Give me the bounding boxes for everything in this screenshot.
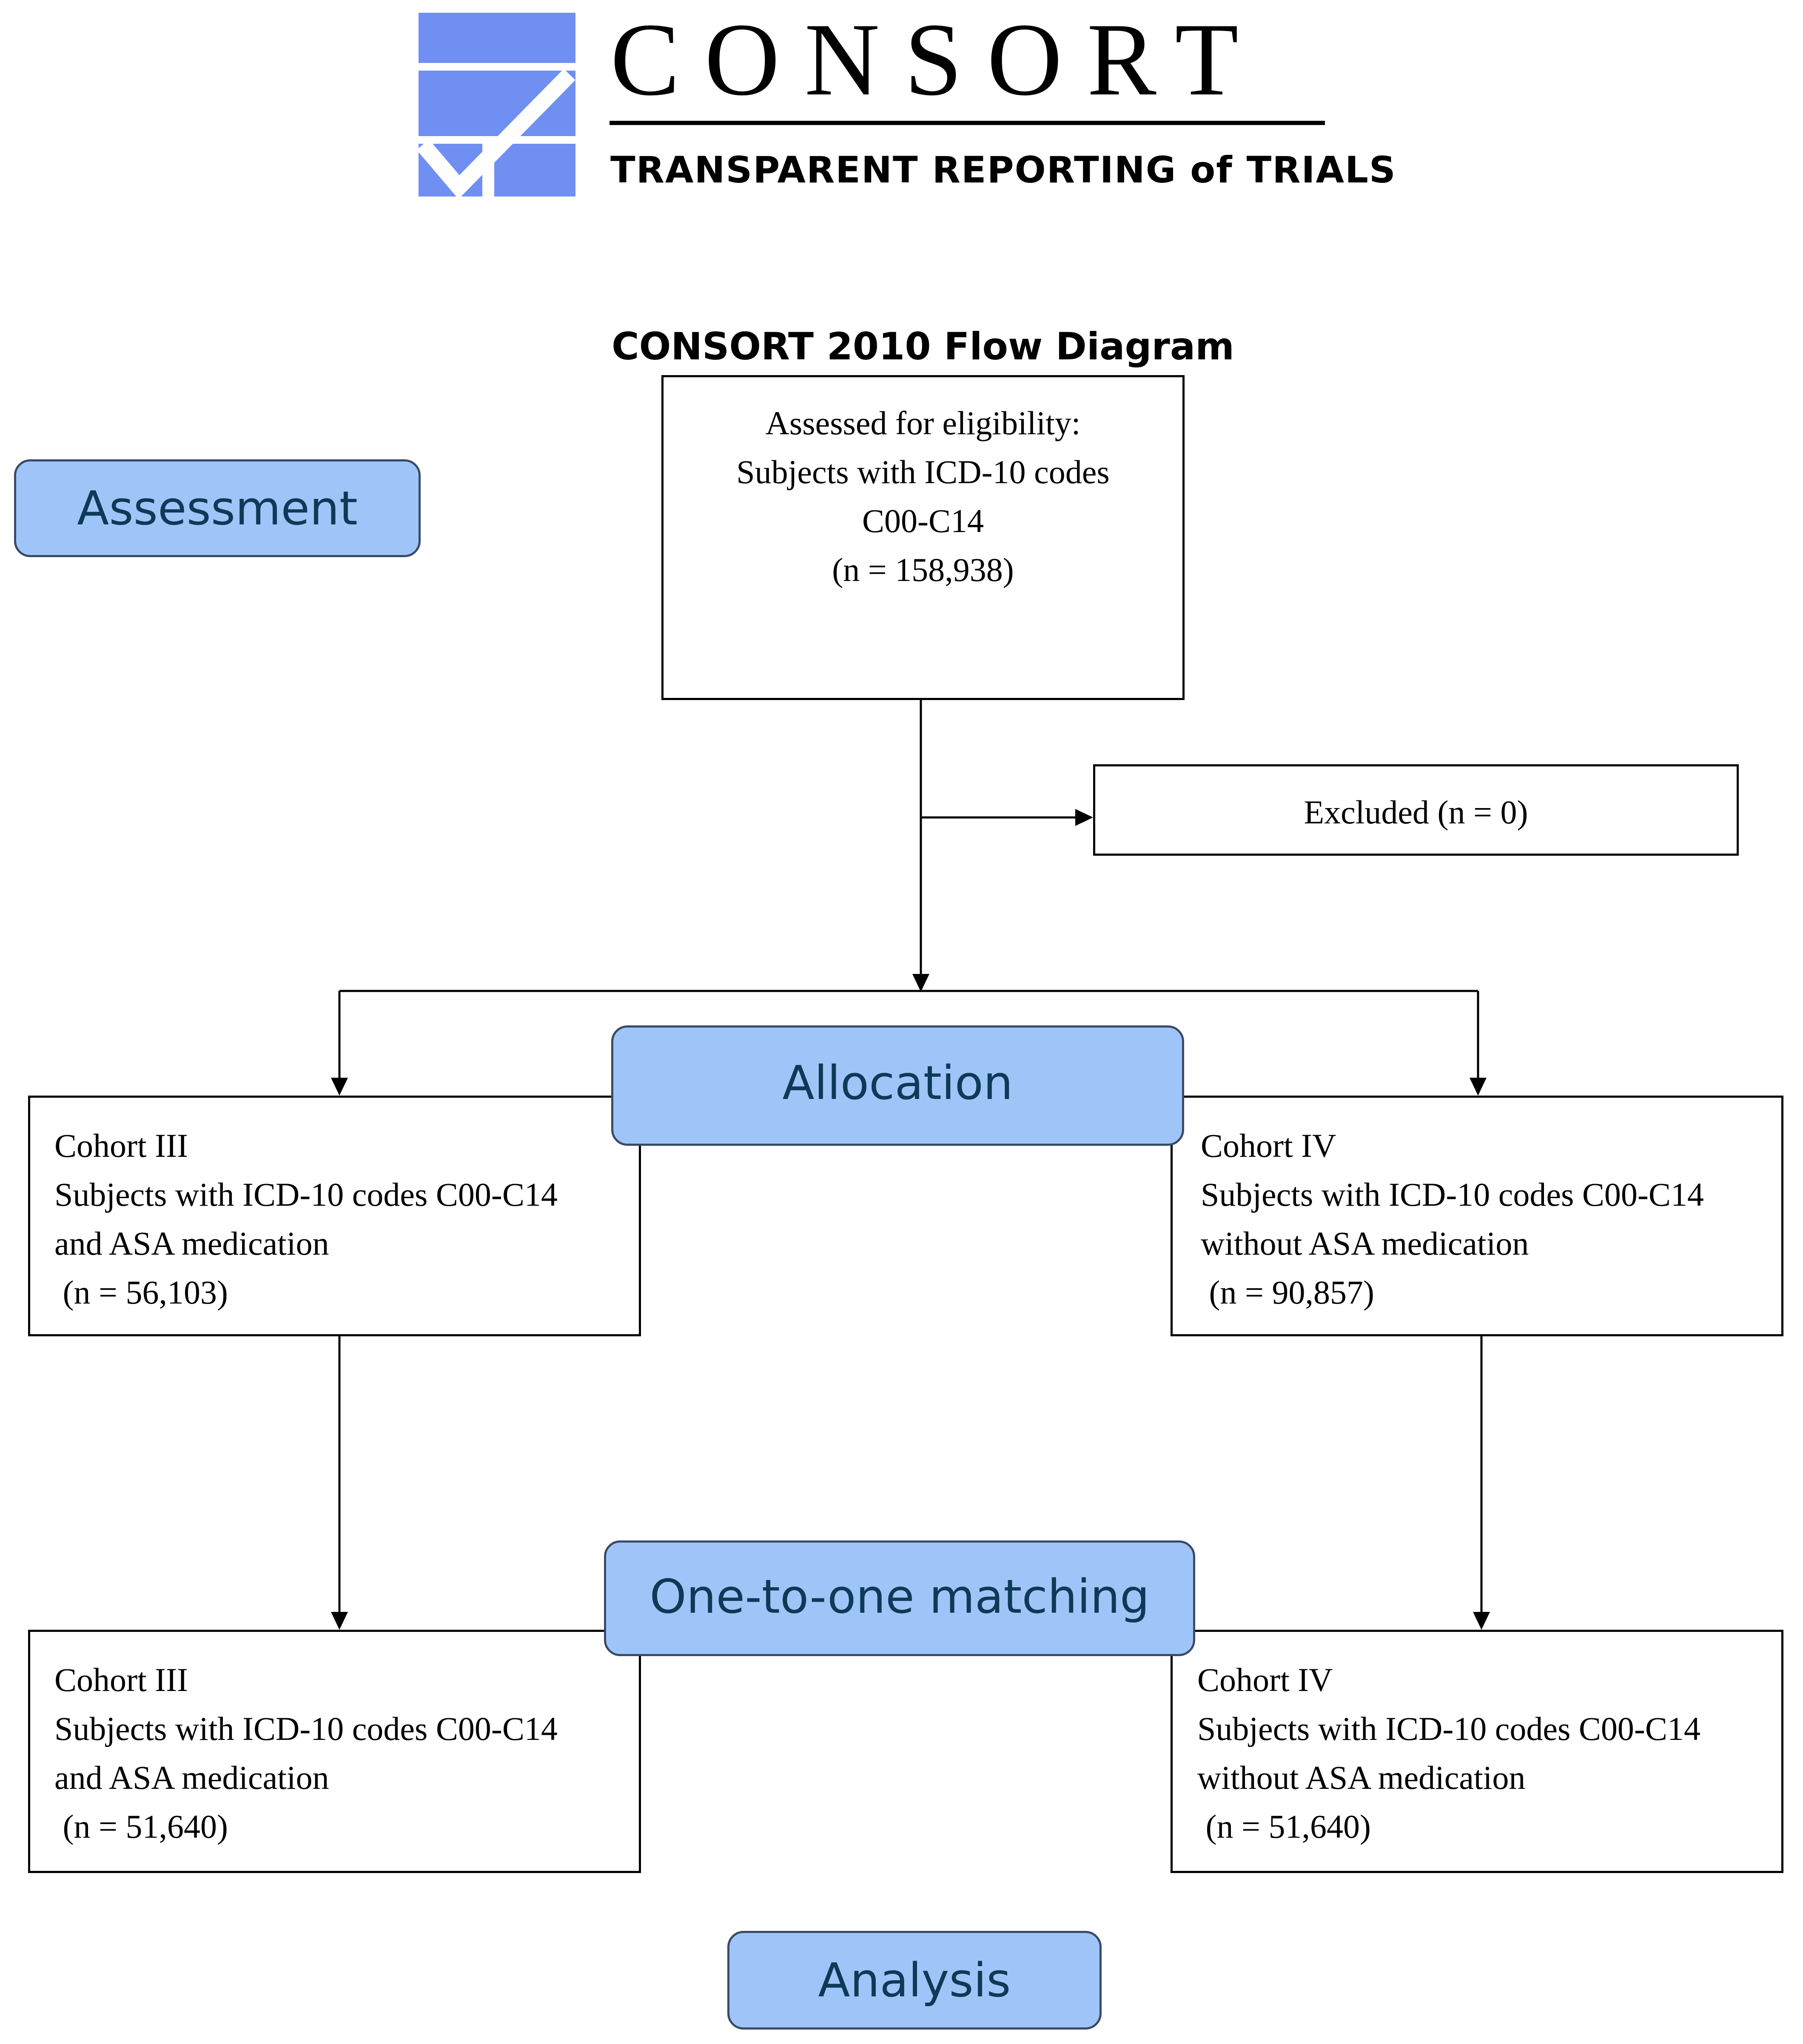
cohort3-allocation-line3: and ASA medication [54, 1225, 329, 1262]
logo-tagline: TRANSPARENT REPORTING of TRIALS [610, 149, 1396, 191]
eligibility-count: (n = 158,938) [832, 551, 1014, 588]
arrow-match-4 [1473, 1612, 1490, 1630]
eligibility-line3: C00-C14 [862, 502, 984, 539]
logo-wordmark: CONSORT [610, 2, 1263, 117]
eligibility-line1: Assessed for eligibility: [765, 404, 1081, 441]
consort-logo-icon [419, 13, 575, 196]
cohort4-allocation-count: (n = 90,857) [1201, 1274, 1374, 1311]
arrow-cohort3 [331, 1078, 348, 1096]
cohort3-allocation-box: Cohort III Subjects with ICD-10 codes C0… [28, 1096, 641, 1336]
arrow-excluded [1075, 809, 1093, 826]
cohort4-matched-name: Cohort IV [1197, 1661, 1333, 1698]
cohort3-allocation-name: Cohort III [54, 1127, 188, 1164]
stage-analysis: Analysis [727, 1931, 1102, 2030]
arrow-match-3 [331, 1612, 348, 1630]
cohort4-allocation-name: Cohort IV [1201, 1127, 1336, 1164]
diagram-title: CONSORT 2010 Flow Diagram [612, 325, 1234, 368]
cohort4-allocation-line2: Subjects with ICD-10 codes C00-C14 [1201, 1176, 1704, 1213]
arrow-cohort4 [1470, 1078, 1487, 1096]
cohort3-matched-line2: Subjects with ICD-10 codes C00-C14 [54, 1710, 558, 1747]
cohort3-matched-box: Cohort III Subjects with ICD-10 codes C0… [28, 1630, 641, 1873]
cohort4-matched-box: Cohort IV Subjects with ICD-10 codes C00… [1171, 1630, 1783, 1873]
eligibility-line2: Subjects with ICD-10 codes [736, 453, 1110, 490]
cohort3-allocation-line2: Subjects with ICD-10 codes C00-C14 [54, 1176, 558, 1213]
cohort4-allocation-line3: without ASA medication [1201, 1225, 1529, 1262]
eligibility-box: Assessed for eligibility: Subjects with … [661, 375, 1185, 700]
cohort3-matched-name: Cohort III [54, 1661, 188, 1698]
cohort3-matched-count: (n = 51,640) [54, 1808, 228, 1845]
stage-allocation: Allocation [611, 1025, 1184, 1146]
cohort4-matched-line3: without ASA medication [1197, 1759, 1526, 1796]
excluded-box: Excluded (n = 0) [1093, 764, 1739, 856]
stage-assessment: Assessment [14, 459, 421, 557]
cohort3-allocation-count: (n = 56,103) [54, 1274, 228, 1311]
stage-matching: One-to-one matching [604, 1540, 1195, 1656]
logo-divider [610, 121, 1325, 125]
cohort4-allocation-box: Cohort IV Subjects with ICD-10 codes C00… [1171, 1096, 1783, 1336]
cohort3-matched-line3: and ASA medication [54, 1759, 329, 1796]
cohort4-matched-count: (n = 51,640) [1197, 1808, 1371, 1845]
cohort4-matched-line2: Subjects with ICD-10 codes C00-C14 [1197, 1710, 1700, 1747]
arrow-main [912, 974, 929, 992]
excluded-text: Excluded (n = 0) [1304, 794, 1528, 831]
